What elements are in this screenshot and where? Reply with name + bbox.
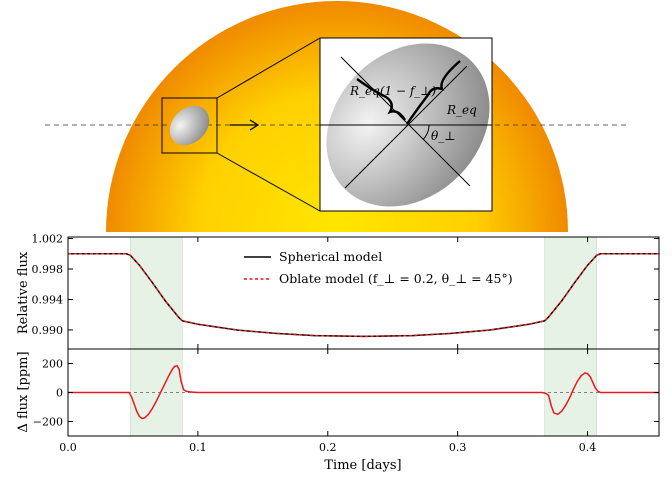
shaded-interval-0	[130, 349, 183, 436]
residuals-yticks: 200 0 −200	[33, 358, 659, 429]
ytick-label: 0	[56, 387, 63, 400]
ytick-label: 200	[42, 358, 63, 371]
brace-req-oblate	[356, 78, 407, 121]
planet-axes	[320, 56, 492, 189]
shaded-interval-1	[544, 237, 597, 349]
shaded-intervals	[130, 349, 597, 436]
residuals-ylabel: Δ flux [ppm]	[16, 351, 31, 432]
planet-box	[161, 97, 218, 154]
zoom-line-bottom	[216, 152, 321, 212]
ytick-label: 0.998	[32, 263, 64, 276]
legend-label-spherical: Spherical model	[279, 249, 382, 264]
residual-series	[68, 364, 659, 420]
light-curve-panel: 1.002 0.998 0.994 0.990 Relative flux Spher…	[16, 233, 660, 350]
ytick-label: 0.994	[32, 293, 64, 306]
shaded-interval-0	[130, 237, 183, 349]
zoom-line-top	[216, 37, 321, 99]
series-residual-line	[68, 364, 659, 420]
legend: Spherical model Oblate model (f_⊥ = 0.2,…	[244, 249, 513, 286]
legend-label-oblate: Oblate model (f_⊥ = 0.2, θ_⊥ = 45°)	[279, 271, 513, 286]
label-req: R_eq	[446, 103, 477, 117]
ytick-label: −200	[33, 416, 63, 429]
transit-diagram: R_eq(1 − f_⊥) R_eq θ_⊥	[45, 1, 628, 232]
xtick-label: 0.4	[579, 441, 597, 454]
light-curve-series	[68, 253, 659, 338]
brace-req	[406, 60, 461, 125]
xtick-label: 0.3	[449, 441, 467, 454]
xtick-label: 0.0	[59, 441, 77, 454]
label-req-oblate: R_eq(1 − f_⊥)	[349, 84, 437, 98]
theta-arc	[422, 124, 430, 141]
ytick-label: 0.990	[32, 324, 64, 337]
ytick-label: 1.002	[32, 233, 64, 246]
xticks: 0.0 0.1 0.2 0.3 0.4	[59, 237, 596, 454]
xtick-label: 0.1	[189, 441, 207, 454]
small-planet	[169, 105, 210, 146]
series-spherical-line	[68, 253, 659, 338]
light-curve-ylabel: Relative flux	[16, 251, 31, 334]
label-theta: θ_⊥	[431, 129, 456, 143]
shaded-intervals	[130, 237, 597, 349]
arrow-icon	[230, 119, 260, 131]
shaded-interval-1	[544, 349, 597, 436]
light-curve-yticks: 1.002 0.998 0.994 0.990	[32, 233, 659, 337]
xtick-label: 0.2	[319, 441, 337, 454]
residuals-panel: 200 0 −200 0.0 0.1 0.2 0.3 0.4 Δ flux [ppm] Ti…	[16, 237, 660, 473]
xlabel: Time [days]	[324, 458, 401, 473]
